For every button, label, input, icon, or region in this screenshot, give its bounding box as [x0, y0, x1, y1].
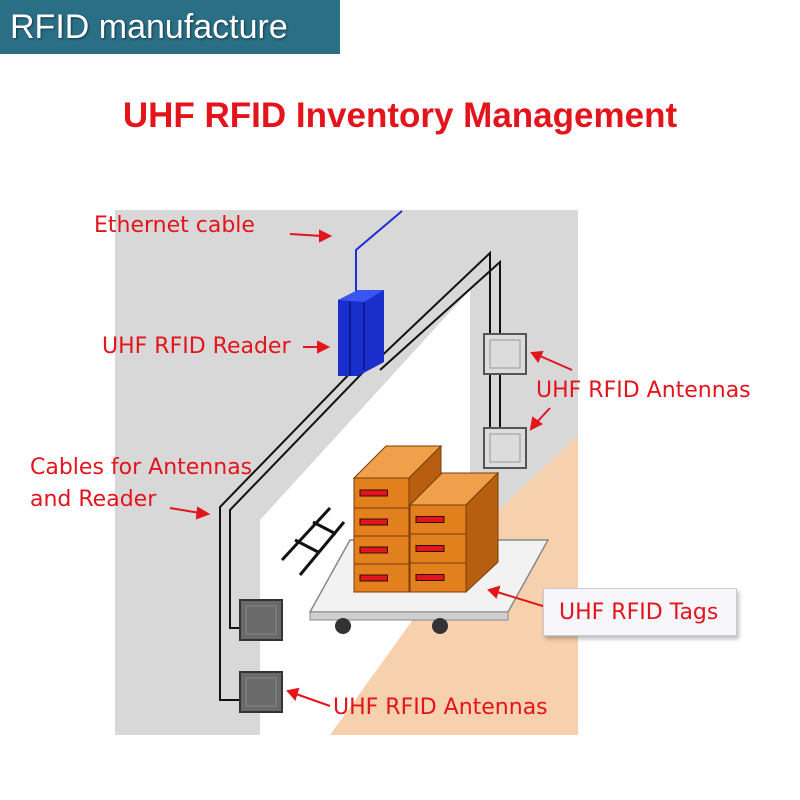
box-stack-side [465, 471, 499, 594]
antenna-cables [219, 250, 501, 701]
cart-handle [280, 506, 346, 576]
brand-badge: RFID manufacture [0, 0, 340, 54]
rfid-tag [359, 574, 388, 582]
rfid-tag [415, 545, 445, 552]
label-antennas-bottom: UHF RFID Antennas [333, 695, 548, 720]
label-tags: UHF RFID Tags [559, 600, 719, 625]
antenna-left-lower [239, 671, 283, 713]
antenna-right-upper [483, 333, 527, 375]
box-left-4 [353, 563, 410, 593]
label-cables-line1: Cables for Antennas [30, 455, 253, 480]
box-top-left [352, 444, 443, 510]
box-right-3 [409, 562, 467, 593]
rfid-tag [415, 574, 445, 581]
tagged-boxes [352, 444, 500, 594]
label-reader: UHF RFID Reader [102, 334, 291, 359]
box-left-3 [353, 535, 410, 565]
ethernet-cable [355, 210, 403, 292]
box-right-2 [409, 533, 467, 564]
label-ethernet-cable: Ethernet cable [94, 213, 255, 238]
rfid-reader-device [338, 290, 384, 376]
rfid-tag [415, 516, 445, 523]
box-left-2 [353, 507, 410, 537]
label-cables-line2: and Reader [30, 487, 157, 512]
tags-callout-box [543, 588, 737, 636]
pointer-arrows [169, 229, 573, 707]
antenna-right-lower [483, 427, 527, 469]
rfid-tag [359, 546, 388, 554]
rfid-tag [359, 489, 388, 497]
label-antennas-right: UHF RFID Antennas [536, 378, 751, 403]
rfid-tag [359, 518, 388, 526]
antenna-left-upper [239, 599, 283, 641]
page-title: UHF RFID Inventory Management [122, 96, 678, 135]
